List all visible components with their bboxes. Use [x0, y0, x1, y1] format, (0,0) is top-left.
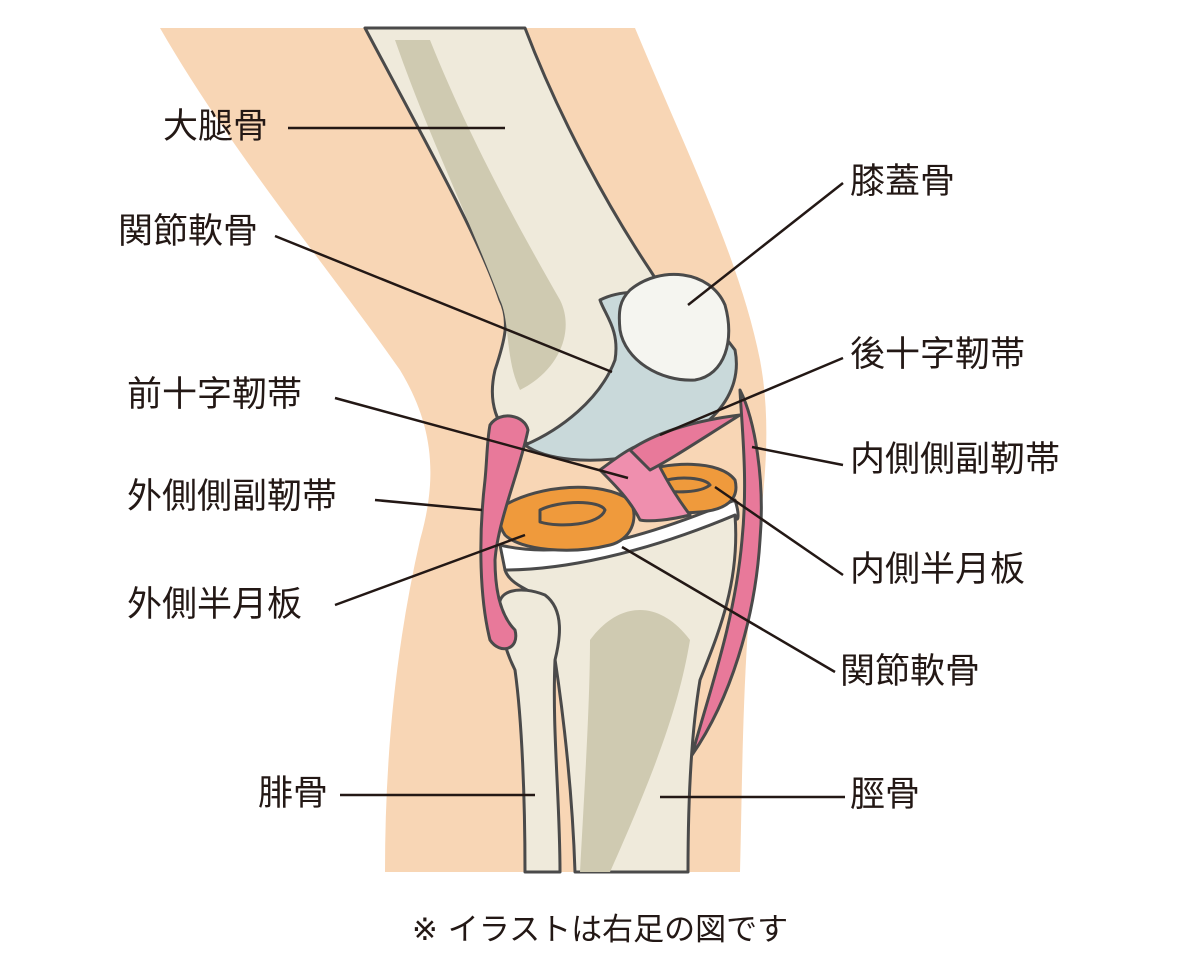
leader-cartilage-left: [274, 234, 613, 374]
label-patella: 膝蓋骨: [850, 162, 956, 202]
leader-acl: [334, 396, 629, 480]
leader-patella: [687, 182, 844, 306]
label-articular-cartilage-left: 関節軟骨: [118, 212, 259, 252]
leader-medial-meniscus: [714, 485, 844, 577]
patella-bone: [617, 272, 731, 382]
leader-pcl: [659, 356, 844, 437]
fibula-bone: [497, 588, 562, 874]
label-acl: 前十字靭帯: [127, 375, 303, 415]
lateral-meniscus-shape: [498, 485, 636, 552]
label-fibula: 腓骨: [258, 774, 329, 814]
label-femur: 大腿骨: [163, 107, 269, 147]
leader-mcl: [751, 445, 844, 467]
label-lcl: 外側側副靭帯: [127, 477, 338, 517]
label-medial-meniscus: 内側半月板: [850, 550, 1026, 590]
label-pcl: 後十字靭帯: [850, 335, 1026, 375]
label-mcl: 内側側副靭帯: [850, 440, 1061, 480]
footnote: ※ イラストは右足の図です: [411, 912, 789, 948]
lcl-shape: [479, 414, 530, 651]
tibia-shadow: [580, 610, 690, 872]
label-articular-cartilage-right: 関節軟骨: [840, 652, 981, 692]
mcl-shape: [690, 388, 763, 757]
leader-lateral-meniscus: [334, 533, 526, 607]
leader-lcl: [374, 498, 483, 512]
leader-cartilage-right: [621, 545, 836, 674]
label-tibia: 脛骨: [850, 775, 921, 815]
label-lateral-meniscus: 外側半月板: [127, 585, 303, 625]
